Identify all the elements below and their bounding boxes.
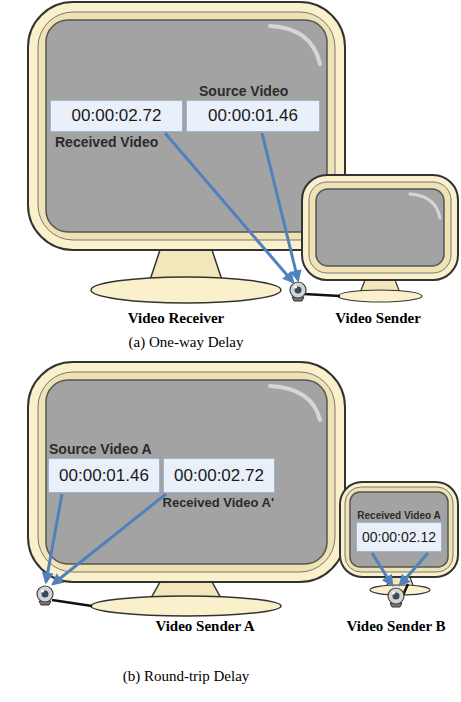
timestamp-box: Source Video00:00:01.46 bbox=[186, 100, 320, 132]
timestamp-text: 00:00:01.46 bbox=[208, 106, 298, 126]
video-label: Received Video A bbox=[357, 510, 440, 521]
device-label: Video Sender bbox=[335, 310, 421, 327]
device-label: Video Receiver bbox=[128, 310, 224, 327]
caption: (b) Round-trip Delay bbox=[123, 668, 250, 685]
timestamp-text: 00:00:02.72 bbox=[174, 466, 264, 486]
webcam bbox=[290, 282, 340, 301]
device-label: Video Sender A bbox=[155, 618, 254, 635]
video-label: Source Video bbox=[199, 83, 288, 99]
timestamp-text: 00:00:02.72 bbox=[72, 106, 162, 126]
video-label: Received Video bbox=[55, 134, 158, 150]
timestamp-text: 00:00:02.12 bbox=[362, 529, 436, 545]
caption: (a) One-way Delay bbox=[129, 334, 244, 351]
webcam bbox=[388, 584, 408, 607]
webcam bbox=[37, 586, 92, 606]
sender-monitor bbox=[302, 175, 458, 302]
video-label: Source Video A bbox=[49, 441, 152, 457]
device-label: Video Sender B bbox=[346, 618, 445, 635]
receiver-monitor bbox=[28, 2, 345, 303]
timestamp-box: 00:00:02.72Received Video A' bbox=[163, 458, 275, 493]
timestamp-box: Source Video A00:00:01.46 bbox=[48, 458, 160, 493]
sender-a-monitor bbox=[28, 362, 345, 616]
timestamp-box: 00:00:02.72Received Video bbox=[50, 100, 183, 132]
video-label: Received Video A' bbox=[163, 495, 274, 510]
delay-arrows bbox=[165, 133, 298, 282]
timestamp-text: 00:00:01.46 bbox=[59, 466, 149, 486]
sender-b-monitor bbox=[340, 482, 458, 595]
timestamp-box: Received Video A00:00:02.12 bbox=[356, 522, 442, 552]
